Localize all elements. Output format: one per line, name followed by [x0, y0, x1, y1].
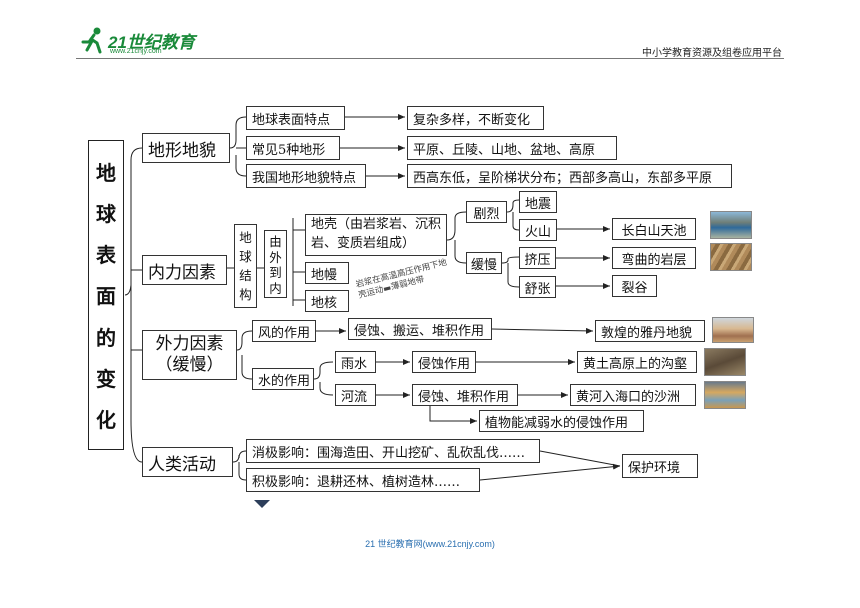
- river-example: 黄河入海口的沙洲: [570, 384, 696, 406]
- violent-label: 剧烈: [466, 201, 507, 223]
- sandbar-photo: [704, 381, 746, 409]
- logo-text: 21世纪教育: [108, 33, 195, 52]
- title-char: 化: [96, 407, 116, 432]
- main-title-box: 地 球 表 面 的 变 化: [88, 140, 124, 450]
- river-box: 河流: [335, 384, 376, 406]
- protect-environment-box: 保护环境: [622, 454, 698, 478]
- earth-structure-box: 地 球 结 构: [234, 224, 257, 308]
- runner-logo-icon: [81, 27, 102, 54]
- negative-impact: 消极影响：围海造田、开山挖矿、乱砍乱伐……: [246, 439, 540, 463]
- internal-label: 内力因素: [142, 255, 227, 285]
- stretch-example: 裂谷: [612, 275, 657, 297]
- rain-example: 黄土高原上的沟壑: [577, 351, 697, 373]
- landform-detail-3: 西高东低，呈阶梯状分布；西部多高山，东部多平原: [407, 164, 732, 188]
- rock-layers-photo: [710, 243, 752, 271]
- title-char: 地: [96, 161, 116, 186]
- water-box: 水的作用: [252, 368, 314, 390]
- order-char: 到: [269, 265, 282, 281]
- wind-box: 风的作用: [252, 320, 316, 342]
- landform-detail-2: 平原、丘陵、山地、盆地、高原: [407, 136, 617, 160]
- landform-topic-1: 地球表面特点: [246, 106, 345, 130]
- crust-text: 地壳（由岩浆岩、沉积岩、变质岩组成）: [311, 217, 442, 251]
- landform-detail-1: 复杂多样，不断变化: [407, 106, 544, 130]
- gully-photo: [704, 348, 746, 376]
- positive-impact: 积极影响：退耕还林、植树造林……: [246, 468, 480, 492]
- yardang-photo: [712, 317, 754, 343]
- outside-to-inside-box: 由 外 到 内: [264, 230, 287, 298]
- header-right-text: 中小学教育资源及组卷应用平台: [642, 48, 782, 59]
- mantle-box: 地幔: [305, 262, 349, 284]
- slow-label: 缓慢: [466, 252, 502, 274]
- structure-char: 球: [239, 248, 252, 264]
- order-char: 外: [269, 249, 282, 265]
- core-box: 地核: [305, 290, 349, 312]
- stretch-box: 舒张: [519, 276, 556, 298]
- caret-down-icon: [254, 500, 270, 508]
- landform-topic-2: 常见5种地形: [246, 136, 340, 160]
- plant-note: 植物能减弱水的侵蚀作用: [479, 410, 644, 432]
- earthquake-box: 地震: [519, 191, 557, 213]
- external-label-line2: （缓慢）: [155, 355, 224, 375]
- wind-effect: 侵蚀、搬运、堆积作用: [348, 318, 492, 340]
- order-char: 由: [269, 234, 282, 249]
- human-label: 人类活动: [142, 447, 233, 477]
- rain-effect: 侵蚀作用: [412, 351, 476, 373]
- volcano-box: 火山: [519, 219, 557, 241]
- structure-char: 地: [239, 229, 252, 245]
- volcano-example: 长白山天池: [612, 218, 696, 240]
- title-char: 球: [96, 202, 116, 227]
- landform-topic-3: 我国地形地貌特点: [246, 164, 366, 188]
- structure-char: 构: [239, 286, 252, 302]
- footer-text: 21 世纪教育网(www.21cnjy.com): [365, 539, 495, 549]
- title-char: 面: [96, 284, 116, 309]
- title-char: 表: [96, 243, 116, 268]
- landform-label: 地形地貌: [142, 133, 230, 163]
- river-effect: 侵蚀、堆积作用: [412, 384, 518, 406]
- squeeze-example: 弯曲的岩层: [612, 247, 696, 269]
- crust-box: 地壳（由岩浆岩、沉积岩、变质岩组成）: [305, 214, 447, 256]
- external-label-line1: 外力因素: [155, 333, 224, 354]
- logo: 21世纪教育 www.21cnjy.com: [80, 26, 200, 56]
- logo-url: www.21cnjy.com: [110, 48, 162, 55]
- title-char: 变: [96, 366, 116, 391]
- title-char: 的: [96, 325, 116, 350]
- external-label: 外力因素 （缓慢）: [142, 330, 237, 380]
- structure-char: 结: [239, 267, 252, 283]
- lake-photo: [710, 211, 752, 239]
- squeeze-box: 挤压: [519, 247, 556, 269]
- wind-example: 敦煌的雅丹地貌: [595, 320, 705, 342]
- order-char: 内: [269, 280, 282, 296]
- header-divider: [76, 58, 784, 59]
- rain-box: 雨水: [335, 351, 376, 373]
